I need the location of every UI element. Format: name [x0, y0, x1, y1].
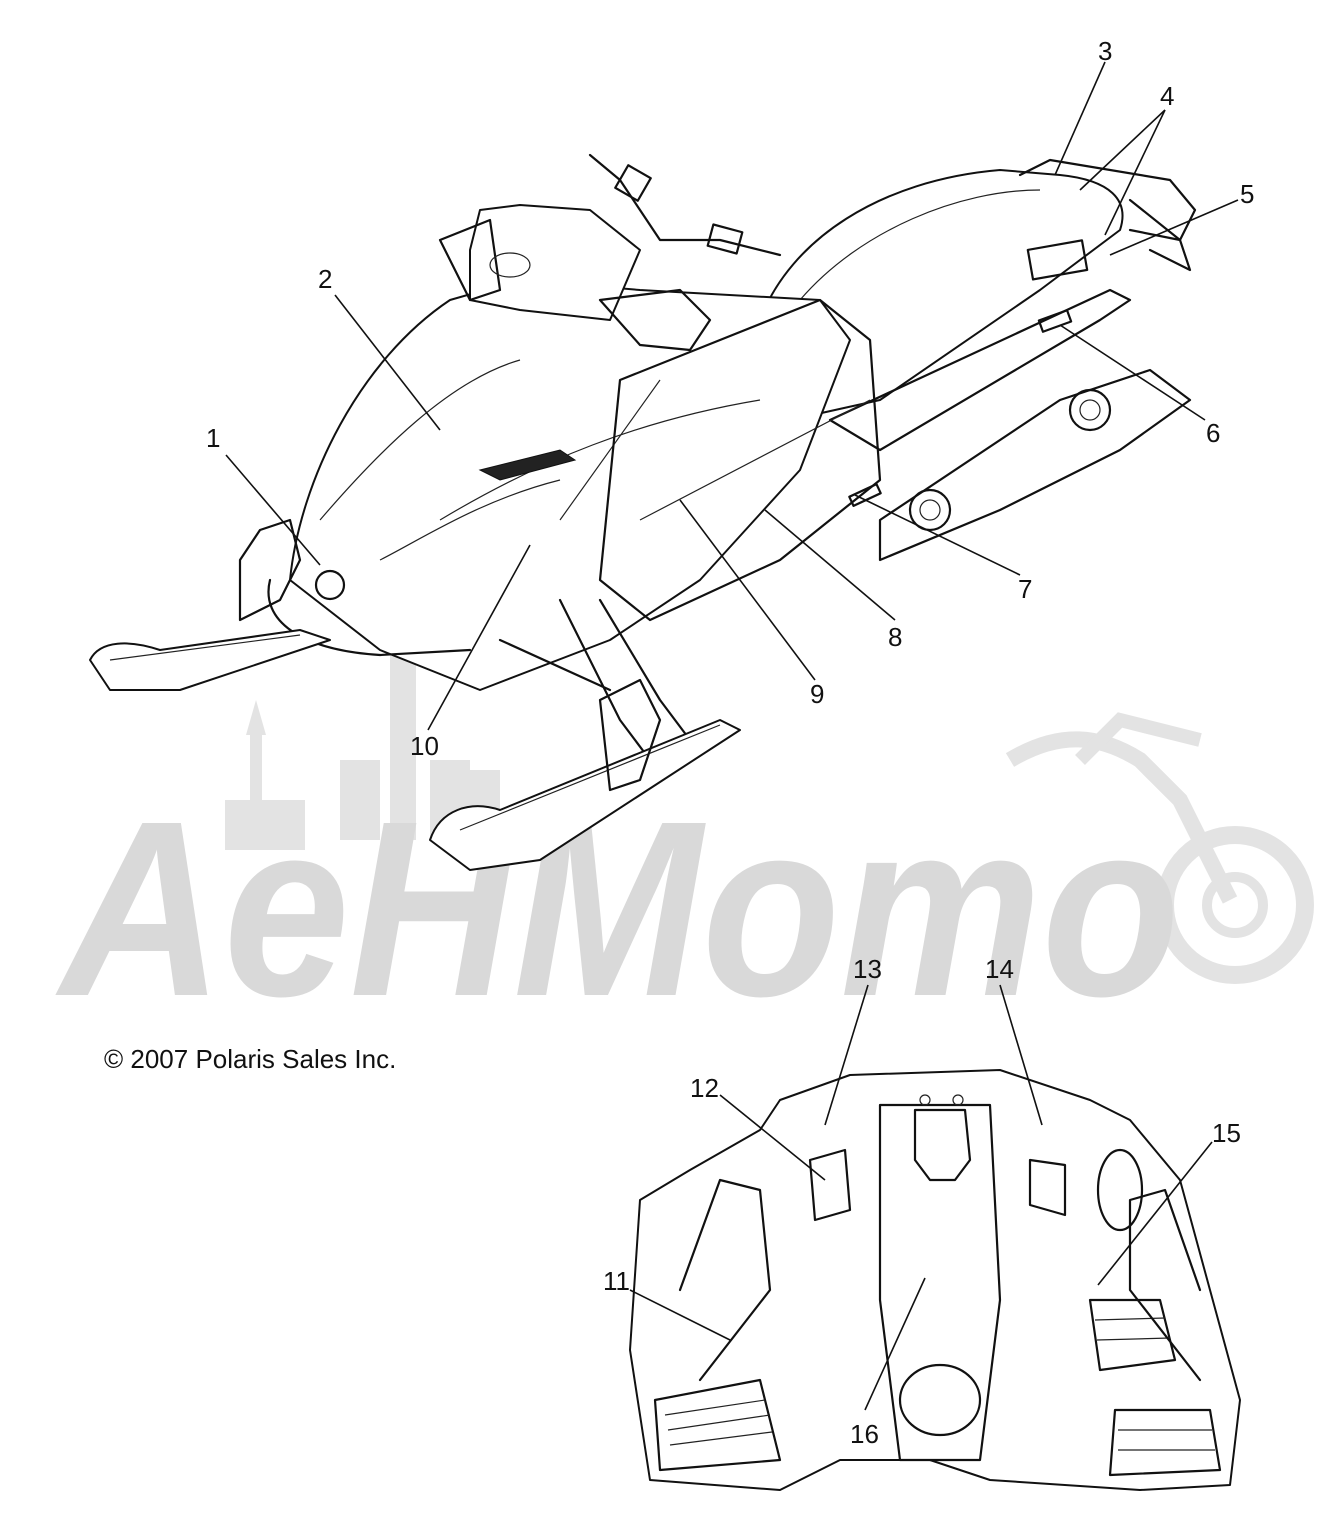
callout-13: 13: [853, 954, 882, 984]
snowmobile-illustration: [89, 153, 1197, 871]
callout-4: 4: [1160, 81, 1174, 111]
watermark-text: AeHMomo: [55, 769, 1180, 1048]
callout-10: 10: [410, 731, 439, 761]
console-illustration: [629, 1069, 1241, 1491]
callout-7: 7: [1018, 574, 1032, 604]
callout-8: 8: [888, 622, 902, 652]
watermark-logo: AeHMomo: [55, 560, 1314, 1048]
callout-16: 16: [850, 1419, 879, 1449]
callout-3: 3: [1098, 36, 1112, 66]
callout-12: 12: [690, 1073, 719, 1103]
callout-11: 11: [603, 1266, 630, 1296]
callout-2: 2: [318, 264, 332, 294]
callout-5: 5: [1240, 179, 1254, 209]
copyright-text: © 2007 Polaris Sales Inc.: [104, 1044, 396, 1074]
callout-15: 15: [1212, 1118, 1241, 1148]
watermark-motorcycle-icon: [1005, 712, 1314, 984]
leader-lines: [225, 61, 1239, 1411]
callout-1: 1: [206, 423, 220, 453]
callout-14: 14: [985, 954, 1014, 984]
callout-9: 9: [810, 679, 824, 709]
callout-6: 6: [1206, 418, 1220, 448]
callout-labels: 1 2 3 4 5 6 7 8 9 10 11 12 13 14 15 16: [206, 36, 1254, 1449]
